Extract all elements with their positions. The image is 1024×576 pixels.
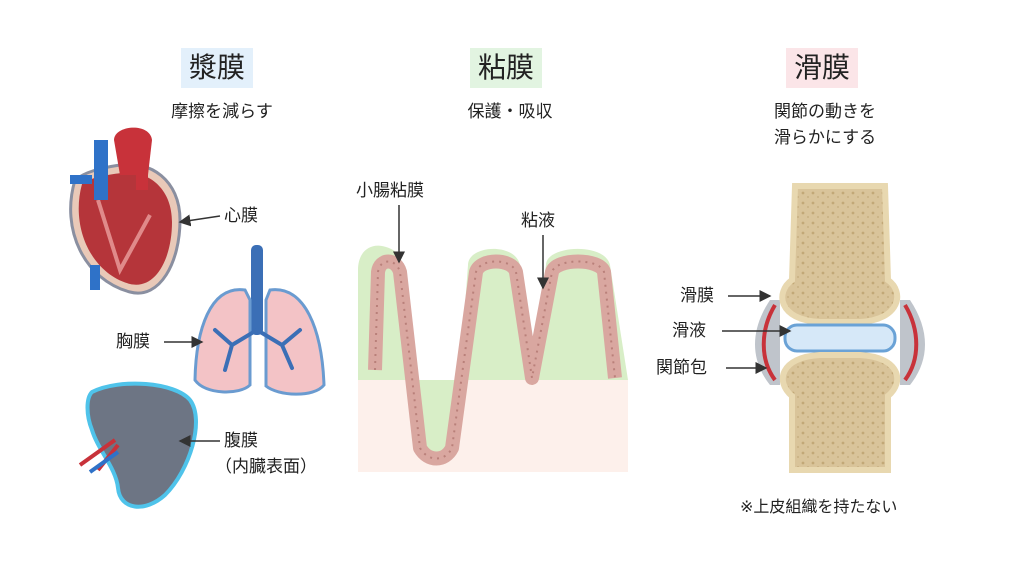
synovial-function-line1: 関節の動きを: [774, 102, 876, 122]
label-pericardium: 心膜: [224, 206, 258, 226]
synovial-note: ※上皮組織を持たない: [740, 497, 898, 516]
label-peritoneum: 腹膜: [224, 431, 258, 451]
liver-illustration: [78, 381, 198, 509]
mucous-function: 保護・吸収: [467, 102, 553, 122]
joint-illustration: [755, 183, 925, 473]
label-pleura: 胸膜: [116, 332, 150, 352]
lungs-illustration: [193, 245, 326, 396]
mucous-title: 粘膜: [470, 48, 543, 88]
label-joint-capsule: 関節包: [656, 358, 707, 378]
synovial-title: 滑膜: [786, 48, 859, 88]
serous-function: 摩擦を減らす: [171, 102, 273, 122]
label-synovial-fluid: 滑液: [672, 321, 706, 341]
synovial-function-line2: 滑らかにする: [773, 128, 877, 148]
label-small-intestine-mucosa: 小腸粘膜: [356, 181, 424, 201]
label-synovial-membrane: 滑膜: [680, 286, 714, 306]
intestine-illustration: [358, 245, 628, 472]
label-mucus: 粘液: [521, 211, 555, 231]
label-peritoneum-note: （内臓表面）: [215, 457, 317, 477]
heart-illustration: [69, 127, 182, 295]
serous-title: 漿膜: [181, 48, 254, 88]
